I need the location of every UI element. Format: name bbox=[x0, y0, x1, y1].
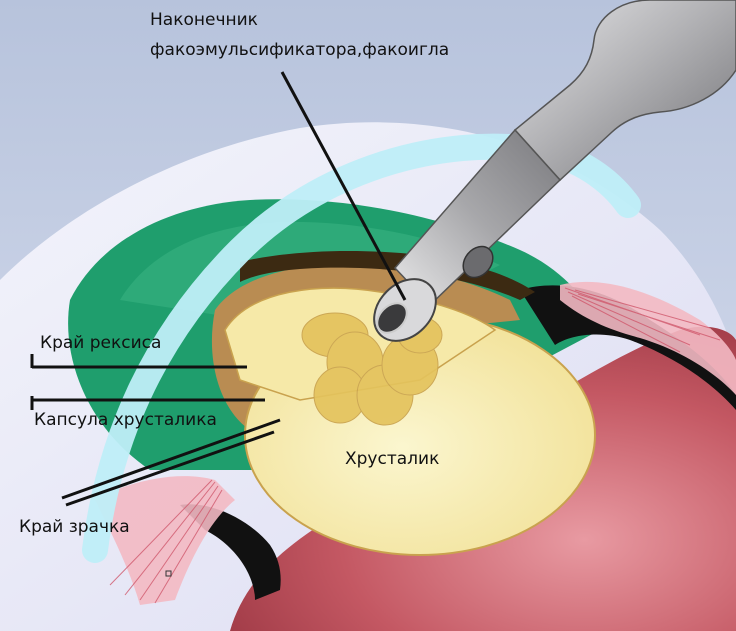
leader-pupil-2 bbox=[65, 430, 275, 507]
nucleus-fragments bbox=[301, 312, 443, 426]
label-pupil-edge: Край зрачка bbox=[19, 517, 130, 537]
phaco-handpiece bbox=[373, 0, 736, 342]
leader-lines bbox=[30, 71, 407, 507]
label-phaco-tip-line2: факоэмульсификатора,факоигла bbox=[150, 40, 450, 60]
label-rhexis-edge: Край рексиса bbox=[40, 333, 162, 353]
iris-fibers-left bbox=[95, 476, 235, 605]
pupil-rim-right bbox=[520, 285, 736, 410]
iris-fiber-lines-right bbox=[564, 287, 721, 353]
leader-pupil-1 bbox=[61, 418, 281, 500]
leader-tip bbox=[280, 71, 407, 301]
label-lens-capsule: Капсула хрусталика bbox=[34, 410, 217, 430]
iris-fiber-lines-left bbox=[109, 479, 223, 604]
iris-fibers-right bbox=[560, 281, 736, 395]
label-lens: Хрусталик bbox=[345, 449, 440, 469]
label-phaco-tip-line1: Наконечник bbox=[150, 10, 258, 30]
small-marker bbox=[165, 570, 172, 577]
